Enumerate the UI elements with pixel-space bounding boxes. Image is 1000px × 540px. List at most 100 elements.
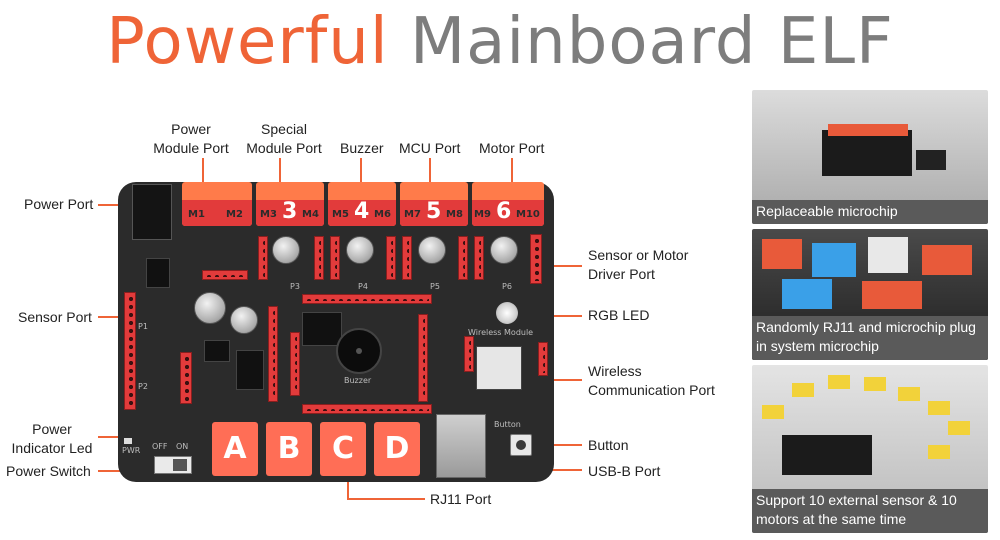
group-number-3: 3 xyxy=(282,199,298,224)
page-title: Powerful Mainboard ELF xyxy=(0,2,1000,82)
silk-pwr: PWR xyxy=(122,446,141,455)
label-usb-b-port: USB-B Port xyxy=(588,463,661,479)
driver-port-header xyxy=(330,236,340,280)
silk-p6: P6 xyxy=(502,282,512,291)
label-line-1: Sensor or Motor xyxy=(588,247,689,263)
mcu-port-header-bottom xyxy=(302,404,432,414)
group-number-5: 5 xyxy=(426,199,442,224)
motor-label-m2: M2 xyxy=(226,209,243,220)
label-line-2: Communication Port xyxy=(588,382,715,398)
label-rgb-led: RGB LED xyxy=(588,307,650,323)
silk-p2: P2 xyxy=(138,382,148,391)
silk-p3: P3 xyxy=(290,282,300,291)
motor-label-m8: M8 xyxy=(446,209,463,220)
motor-label-m9: M9 xyxy=(474,209,491,220)
label-line-2: Module Port xyxy=(246,140,322,156)
special-module-port-header xyxy=(268,306,278,402)
mcu-port-header xyxy=(418,314,428,402)
capacitor xyxy=(230,306,258,334)
photo-caption: Randomly RJ11 and microchip plug in syst… xyxy=(752,316,988,360)
label-sensor-port: Sensor Port xyxy=(18,309,92,325)
silk-off: OFF xyxy=(152,442,168,451)
photo-caption: Replaceable microchip xyxy=(752,200,988,224)
label-line-2: Driver Port xyxy=(588,266,655,282)
wireless-module-socket xyxy=(476,346,522,390)
motor-label-m7: M7 xyxy=(404,209,421,220)
label-rj11-port: RJ11 Port xyxy=(430,491,492,507)
sensor-or-motor-driver-port-header xyxy=(530,234,542,284)
label-buzzer: Buzzer xyxy=(340,140,384,156)
photo-caption: Support 10 external sensor & 10 motors a… xyxy=(752,489,988,533)
wireless-communication-port-header xyxy=(464,336,474,372)
header xyxy=(180,352,192,404)
capacitor xyxy=(194,292,226,324)
silk-p5: P5 xyxy=(430,282,440,291)
motor-label-m3: M3 xyxy=(260,209,277,220)
label-button: Button xyxy=(588,437,629,453)
driver-port-header xyxy=(314,236,324,280)
power-switch xyxy=(154,456,192,474)
label-line-2: Module Port xyxy=(153,140,229,156)
label-line-2: Indicator Led xyxy=(11,440,93,456)
label-line-1: Special xyxy=(261,121,307,137)
label-sensor-or-motor-driver-port: Sensor or Motor Driver Port xyxy=(588,246,688,284)
motor-port-group-4: M7 5 M8 xyxy=(400,182,468,226)
push-button xyxy=(510,434,532,456)
motor-port-group-2: M3 3 M4 xyxy=(256,182,324,226)
driver-port-header xyxy=(386,236,396,280)
label-special-module-port: Special Module Port xyxy=(238,120,330,158)
motor-label-m4: M4 xyxy=(302,209,319,220)
group-number-4: 4 xyxy=(354,199,370,224)
label-wireless-communication-port: Wireless Communication Port xyxy=(588,362,715,400)
silk-on: ON xyxy=(176,442,189,451)
title-gray-words: Mainboard ELF xyxy=(409,5,894,79)
mainboard: M1 M2 M3 3 M4 M5 4 M6 M7 5 M8 M9 6 M10 xyxy=(118,182,554,482)
capacitor xyxy=(490,236,518,264)
header xyxy=(290,332,300,396)
photo-10-sensors-motors: Support 10 external sensor & 10 motors a… xyxy=(752,365,988,533)
silk-p1: P1 xyxy=(138,322,148,331)
motor-label-m5: M5 xyxy=(332,209,349,220)
motor-label-m1: M1 xyxy=(188,209,205,220)
motor-port-group-5: M9 6 M10 xyxy=(472,182,544,226)
regulator xyxy=(146,258,170,288)
motor-label-m6: M6 xyxy=(374,209,391,220)
usb-b-port xyxy=(436,414,486,478)
rj11-port-a: A xyxy=(212,422,258,476)
label-power-indicator-led: Power Indicator Led xyxy=(4,420,100,458)
motor-port-group-1: M1 M2 xyxy=(182,182,252,226)
driver-port-header xyxy=(458,236,468,280)
motors-illustration xyxy=(762,375,970,475)
driver-port-header xyxy=(258,236,268,280)
photo-rj11-microchip: Randomly RJ11 and microchip plug in syst… xyxy=(752,229,988,360)
driver-port-header xyxy=(474,236,484,280)
rj11-port-c: C xyxy=(320,422,366,476)
label-line-1: Power xyxy=(32,421,72,437)
label-power-module-port: Power Module Port xyxy=(146,120,236,158)
buzzer xyxy=(336,328,382,374)
chip xyxy=(204,340,230,362)
microchip-illustration xyxy=(822,124,946,176)
power-indicator-led xyxy=(124,438,132,444)
driver-port-header xyxy=(402,236,412,280)
motor-label-m10: M10 xyxy=(516,209,540,220)
sensor-port-header xyxy=(124,292,136,410)
label-motor-port: Motor Port xyxy=(479,140,545,156)
title-accent-word: Powerful xyxy=(106,5,389,79)
rj11-port-b: B xyxy=(266,422,312,476)
silk-wireless-module: Wireless Module xyxy=(468,328,534,337)
silk-button: Button xyxy=(494,420,521,429)
label-line-1: Wireless xyxy=(588,363,642,379)
group-number-6: 6 xyxy=(496,199,512,224)
label-mcu-port: MCU Port xyxy=(399,140,461,156)
mcu-port-header-top xyxy=(302,294,432,304)
motor-port-group-3: M5 4 M6 xyxy=(328,182,396,226)
rj11-port-d: D xyxy=(374,422,420,476)
capacitor xyxy=(418,236,446,264)
capacitor xyxy=(272,236,300,264)
header xyxy=(538,342,548,376)
photo-replaceable-microchip: Replaceable microchip xyxy=(752,90,988,224)
power-module-port-header xyxy=(202,270,248,280)
modules-illustration xyxy=(762,237,972,309)
chip xyxy=(302,312,342,346)
